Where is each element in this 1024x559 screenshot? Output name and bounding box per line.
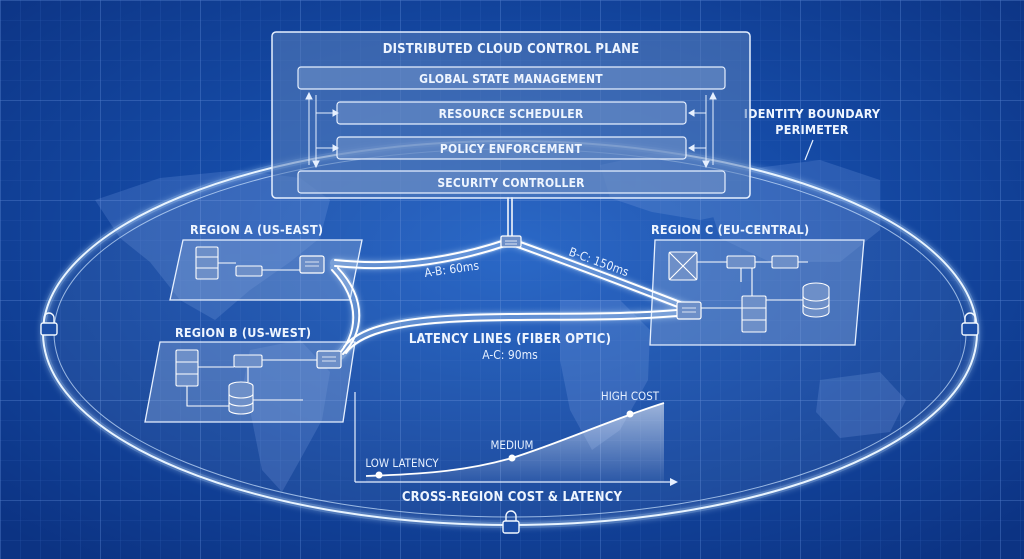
padlock-icon — [502, 510, 520, 534]
control-plane-title: DISTRIBUTED CLOUD CONTROL PLANE — [383, 42, 640, 57]
chart-label-high-cost: HIGH COST — [601, 389, 660, 403]
network-switch-icon — [233, 354, 263, 368]
region-c-panel: REGION C (EU-CENTRAL) — [649, 222, 865, 346]
router-icon — [771, 255, 799, 269]
chart-point-high-cost — [626, 410, 634, 418]
chart-label-medium: MEDIUM — [491, 438, 534, 452]
region-b-label: REGION B (US-WEST) — [175, 325, 311, 340]
cost-latency-chart: LOW LATENCY MEDIUM HIGH COST CROSS-REGIO… — [354, 389, 678, 505]
region-a-label: REGION A (US-EAST) — [190, 222, 323, 237]
network-switch-icon — [299, 255, 325, 274]
link-ac-latency: A-C: 90ms — [482, 348, 538, 362]
network-switch-icon — [235, 265, 263, 277]
control-plane-panel: DISTRIBUTED CLOUD CONTROL PLANE GLOBAL S… — [271, 31, 751, 199]
latency-lines-legend: LATENCY LINES (FIBER OPTIC) — [409, 332, 611, 347]
network-switch-icon — [316, 350, 342, 369]
latency-lines — [330, 237, 693, 360]
svg-text:IDENTITY BOUNDARY: IDENTITY BOUNDARY — [744, 106, 881, 121]
network-switch-icon — [676, 301, 702, 320]
svg-text:SECURITY CONTROLLER: SECURITY CONTROLLER — [437, 176, 585, 190]
control-plane-uplink — [506, 197, 514, 238]
padlock-icon — [40, 312, 58, 336]
server-rack-icon — [175, 349, 199, 387]
region-c-label: REGION C (EU-CENTRAL) — [651, 222, 809, 237]
server-rack-icon — [195, 246, 219, 280]
firewall-icon — [668, 251, 698, 281]
layer-global-state — [297, 66, 726, 90]
padlock-icon — [961, 312, 979, 336]
chart-label-low-latency: LOW LATENCY — [365, 456, 439, 470]
identity-boundary-label: IDENTITY BOUNDARY PERIMETER — [744, 106, 881, 161]
svg-text:POLICY ENFORCEMENT: POLICY ENFORCEMENT — [440, 142, 583, 156]
chart-point-low-latency — [375, 471, 383, 479]
cost-chart-title: CROSS-REGION COST & LATENCY — [402, 490, 623, 505]
svg-text:RESOURCE SCHEDULER: RESOURCE SCHEDULER — [439, 107, 584, 121]
network-switch-icon — [726, 255, 756, 269]
database-icon — [228, 381, 254, 415]
chart-point-medium — [508, 454, 516, 462]
server-rack-icon — [741, 295, 767, 333]
layer-security-controller — [297, 170, 726, 194]
svg-text:PERIMETER: PERIMETER — [775, 122, 849, 137]
network-switch-icon — [500, 235, 522, 248]
database-icon — [802, 282, 830, 318]
world-map-backdrop — [95, 152, 906, 492]
svg-text:GLOBAL STATE MANAGEMENT: GLOBAL STATE MANAGEMENT — [419, 72, 603, 86]
